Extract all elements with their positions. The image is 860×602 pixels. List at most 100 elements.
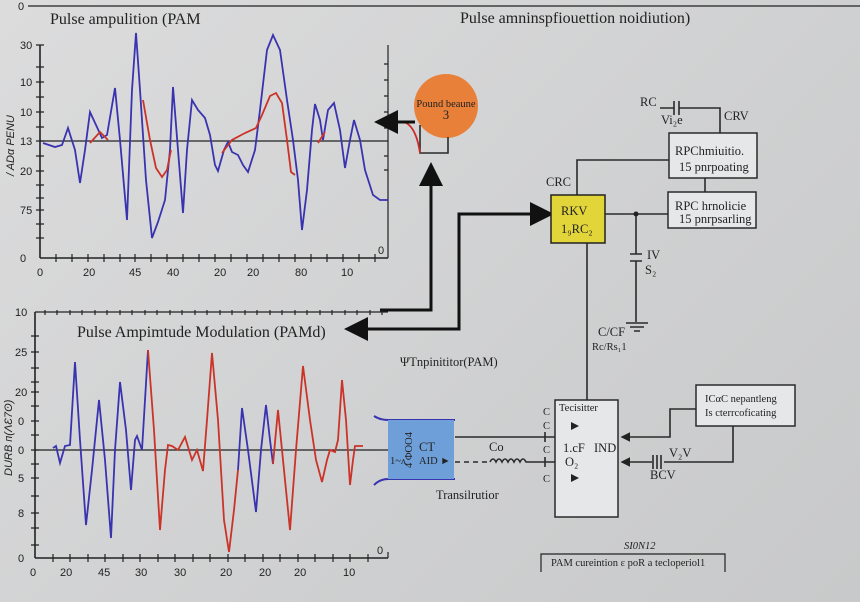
top-red-wave	[89, 130, 109, 144]
rkv-line2: 1₉RC₂	[561, 222, 593, 236]
top-y-tick: 20	[20, 166, 32, 178]
top-x-tick: 20	[83, 267, 95, 279]
up-arrow-connector	[380, 162, 443, 312]
bottom-y-tick: 0	[18, 553, 24, 565]
top-y-tick: 10	[20, 107, 32, 119]
transistor-ct: CT	[419, 440, 435, 454]
rkv-box	[550, 194, 606, 244]
block-input-wires	[545, 436, 555, 463]
bottom-x-tick: 30	[174, 567, 186, 579]
bottom-red-wave	[147, 349, 239, 553]
source-label: Pound beaune	[416, 99, 476, 110]
bottom-y-tick: 25	[15, 347, 27, 359]
bottom-chart: Pulse Ampimtude Modulation (PAMd) 10 25 …	[3, 307, 389, 579]
main-title: Pulse amninspfiouettion noidiution)	[460, 10, 690, 27]
bottom-chart-title: Pulse Ampimtude Modulation (PAMd)	[77, 324, 326, 341]
footer-tag: SI0N12	[624, 541, 656, 552]
bottom-x-tick: 20	[220, 567, 232, 579]
bottom-y-tick: 20	[15, 387, 27, 399]
bottom-x-tick: 0	[30, 567, 36, 579]
top-x-tick: 40	[167, 267, 179, 279]
bottom-y-tick: 10	[15, 307, 27, 319]
right-box-line2: Is cterrcoficating	[705, 408, 777, 419]
bottom-x-tick: 30	[135, 567, 147, 579]
bottom-y-tick: 8	[18, 508, 24, 520]
top-red-wave	[317, 131, 326, 144]
block-right: IND	[594, 441, 616, 455]
bottom-right-label: 0	[377, 545, 383, 557]
cap-label-iv: IV	[647, 248, 660, 262]
top-y-tick: 13	[20, 136, 32, 148]
transistor-leads	[373, 415, 455, 486]
right-box-line1: ICαC nepantleng	[705, 394, 777, 405]
source-red-lead	[403, 121, 421, 154]
play-arrow-icon	[571, 422, 579, 482]
source-value: 3	[443, 108, 449, 122]
top-red-wave	[142, 99, 172, 179]
bottom-red-wave	[272, 365, 363, 531]
top-right-label: 0	[378, 245, 384, 257]
top-chart: Pulse ampulition (PAM 30 10 10 13 20 75 …	[5, 11, 389, 279]
upper-circuit: RC Vi₂e CRV RPChmiuitio. 15 pnrpoating R…	[546, 95, 758, 400]
bottom-x-tick: 20	[60, 567, 72, 579]
top-x-tick: 20	[247, 267, 259, 279]
rc-wire	[660, 107, 721, 133]
cap-label-s2: S₂	[645, 263, 656, 277]
rkv-output-wire	[605, 213, 668, 322]
top-blue-wave	[42, 32, 388, 239]
inductor-icon	[489, 458, 545, 464]
bottom-blue-wave	[52, 349, 149, 539]
top-chart-title: Pulse ampulition (PAM	[50, 11, 201, 28]
rpc-box-2-line2: 15 pnrpsarling	[679, 212, 752, 226]
top-red-wave	[221, 91, 296, 176]
capacitor-icon	[673, 101, 680, 115]
crc-label: CRC	[546, 175, 571, 189]
battery-icon	[652, 455, 662, 469]
crv-label: CRV	[724, 109, 749, 123]
lower-circuit: ΨΤnpinititor(PAM) 4 ΦOO4 CT 1~ᴧ AID ► Co…	[373, 355, 796, 518]
block-title: Tecisitter	[559, 403, 598, 414]
pulse-source: Pound beaune 3	[374, 74, 478, 154]
top-x-tick: 0	[37, 267, 43, 279]
rc-label: RC	[640, 95, 657, 109]
source-circle	[414, 74, 478, 138]
v2v-label: V₂V	[669, 446, 691, 460]
bottom-x-tick: 10	[343, 567, 355, 579]
co-label: Co	[489, 440, 504, 454]
bottom-x-tick: 20	[259, 567, 271, 579]
corner-label: 0	[18, 1, 24, 13]
bottom-ticks	[31, 310, 383, 562]
top-x-tick: 20	[214, 267, 226, 279]
top-y-tick: 75	[20, 205, 32, 217]
transistor-aid: AID ►	[419, 456, 451, 467]
bottom-y-tick: 0	[18, 416, 24, 428]
bcv-label: BCV	[650, 468, 676, 482]
bottom-y-tick: 0	[18, 445, 24, 457]
rpc-box-1	[668, 132, 758, 179]
bottom-blue-wave	[237, 404, 274, 513]
rpc-box-1-line1: RPChmiuitio.	[675, 144, 744, 158]
top-x-tick: 80	[295, 267, 307, 279]
top-x-tick: 10	[341, 267, 353, 279]
junction-dot	[633, 211, 639, 217]
right-box	[695, 384, 796, 427]
right-box-wire-lower	[622, 426, 734, 462]
block-pin: C	[543, 474, 550, 485]
top-y-tick: 10	[20, 77, 32, 89]
rpc-box-2-line1: RPC hrnolicie	[675, 199, 747, 213]
footer-box	[540, 553, 726, 572]
transistor-box	[388, 420, 454, 479]
top-y-tick: 30	[20, 40, 32, 52]
top-y-label: / ADα PENU	[5, 115, 17, 177]
block-pin: C	[543, 407, 550, 418]
footer-caption: PAM cureintion ε poR a tecloperiol1	[551, 558, 705, 569]
capacitor-icon	[630, 253, 642, 262]
top-y-tick: 0	[20, 253, 26, 265]
block-left1: 1.cF	[563, 441, 585, 455]
transistor-vertical-label: 4 ΦOO4	[404, 431, 415, 468]
block-pin: C	[543, 421, 550, 432]
block-pin: C	[543, 445, 550, 456]
block-left2: O₂	[565, 455, 578, 469]
ground-icon	[626, 322, 648, 332]
ccf-label: C/CF	[598, 325, 625, 339]
